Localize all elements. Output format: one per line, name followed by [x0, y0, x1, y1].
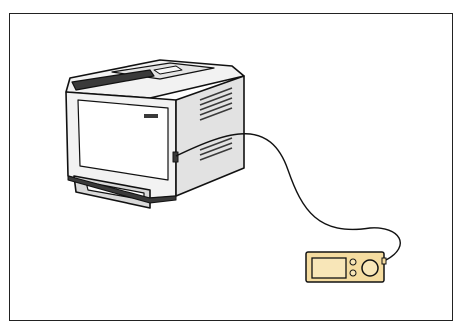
printer-control-panel — [71, 69, 155, 91]
printer-logo-badge — [144, 114, 158, 118]
printer-base — [67, 175, 177, 204]
printer-usb-port — [172, 151, 179, 163]
camera-button-2 — [349, 269, 357, 277]
printer-side — [175, 75, 245, 197]
printer-side-vents — [199, 87, 233, 161]
camera-strap-mount — [381, 257, 387, 265]
camera-dial — [361, 259, 379, 277]
printer-paper-stopper — [153, 65, 183, 75]
digital-camera — [305, 251, 387, 283]
camera-button-1 — [349, 258, 357, 266]
camera-screen — [311, 257, 347, 279]
printer-front-cover — [77, 99, 169, 181]
connection-cable — [175, 133, 401, 261]
printer — [65, 59, 245, 209]
